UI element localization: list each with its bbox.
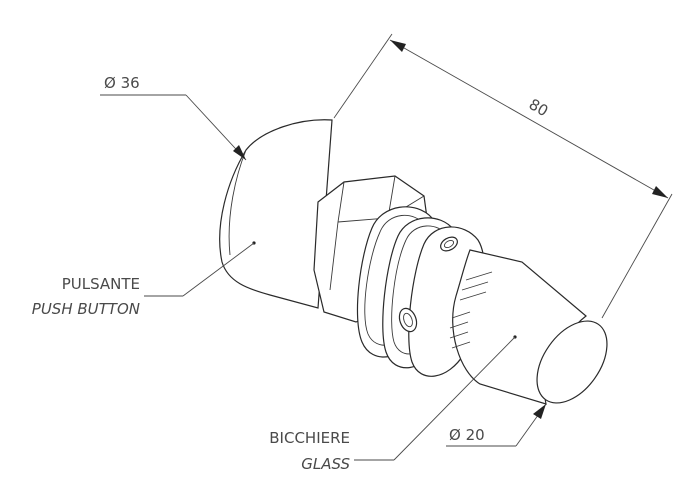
dimension-length-label: 80 [526, 95, 552, 120]
barrel-slots [449, 271, 493, 349]
callout-head-diameter: Ø 36 [100, 74, 247, 161]
push-button-label-it: PULSANTE [62, 275, 140, 293]
push-button-label-en: PUSH BUTTON [32, 300, 140, 318]
vent-hole-lower [398, 307, 418, 333]
callout-glass-diameter: Ø 20 [446, 403, 547, 447]
head-diameter-label: Ø 36 [104, 74, 140, 92]
callout-glass-arrow [533, 404, 546, 419]
push-button-assembly [219, 119, 608, 405]
glass-label-en: GLASS [301, 455, 350, 473]
callout-push-button: PULSANTE PUSH BUTTON [32, 242, 255, 318]
glass-label-it: BICCHIERE [269, 429, 350, 447]
glass-diameter-label: Ø 20 [449, 426, 485, 444]
dimension-arrow-end [652, 186, 668, 198]
callout-head-arrow [233, 145, 246, 160]
glass-end-face [536, 320, 608, 404]
push-button-head [219, 119, 333, 309]
callout-glass: BICCHIERE GLASS [269, 336, 516, 473]
dimension-arrow-start [390, 40, 406, 52]
